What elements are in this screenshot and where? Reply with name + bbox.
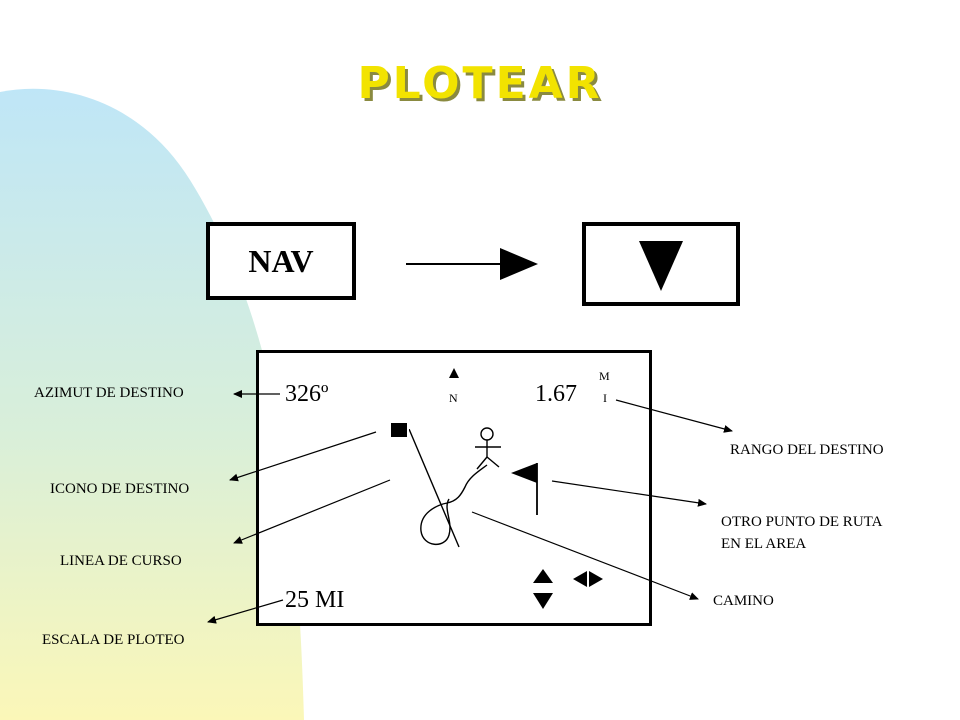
north-label: N: [449, 391, 458, 405]
scale-readout: 25 MI: [285, 587, 345, 613]
label-escala: ESCALA DE PLOTEO: [42, 632, 185, 648]
gps-screen: 326º N 1.67 M I 25 MI: [256, 350, 652, 626]
north-arrow-icon: [449, 368, 459, 378]
path-trace: [409, 429, 488, 548]
azimuth-readout: 326º: [285, 381, 329, 407]
label-icono: ICONO DE DESTINO: [50, 481, 190, 497]
label-rango: RANGO DEL DESTINO: [730, 442, 884, 458]
page-title: PLOTEAR: [357, 58, 603, 109]
unit-top: M: [599, 369, 610, 383]
waypoint-flag-icon: [511, 463, 538, 515]
down-triangle-icon: [639, 241, 683, 291]
nav-button[interactable]: NAV: [206, 222, 356, 300]
right-arrow-icon: [406, 248, 538, 280]
nav-button-label: NAV: [248, 242, 314, 279]
label-linea: LINEA DE CURSO: [60, 553, 182, 569]
person-icon: [475, 427, 501, 470]
pan-arrows-icon[interactable]: [533, 569, 605, 613]
destination-square-icon: [391, 423, 407, 437]
label-otro-2: EN EL AREA: [721, 536, 807, 552]
unit-bottom: I: [603, 391, 607, 405]
label-azimut: AZIMUT DE DESTINO: [34, 385, 184, 401]
label-otro-1: OTRO PUNTO DE RUTA: [721, 514, 883, 530]
label-camino: CAMINO: [713, 593, 774, 609]
range-readout: 1.67: [535, 381, 577, 407]
down-button[interactable]: [582, 222, 740, 306]
